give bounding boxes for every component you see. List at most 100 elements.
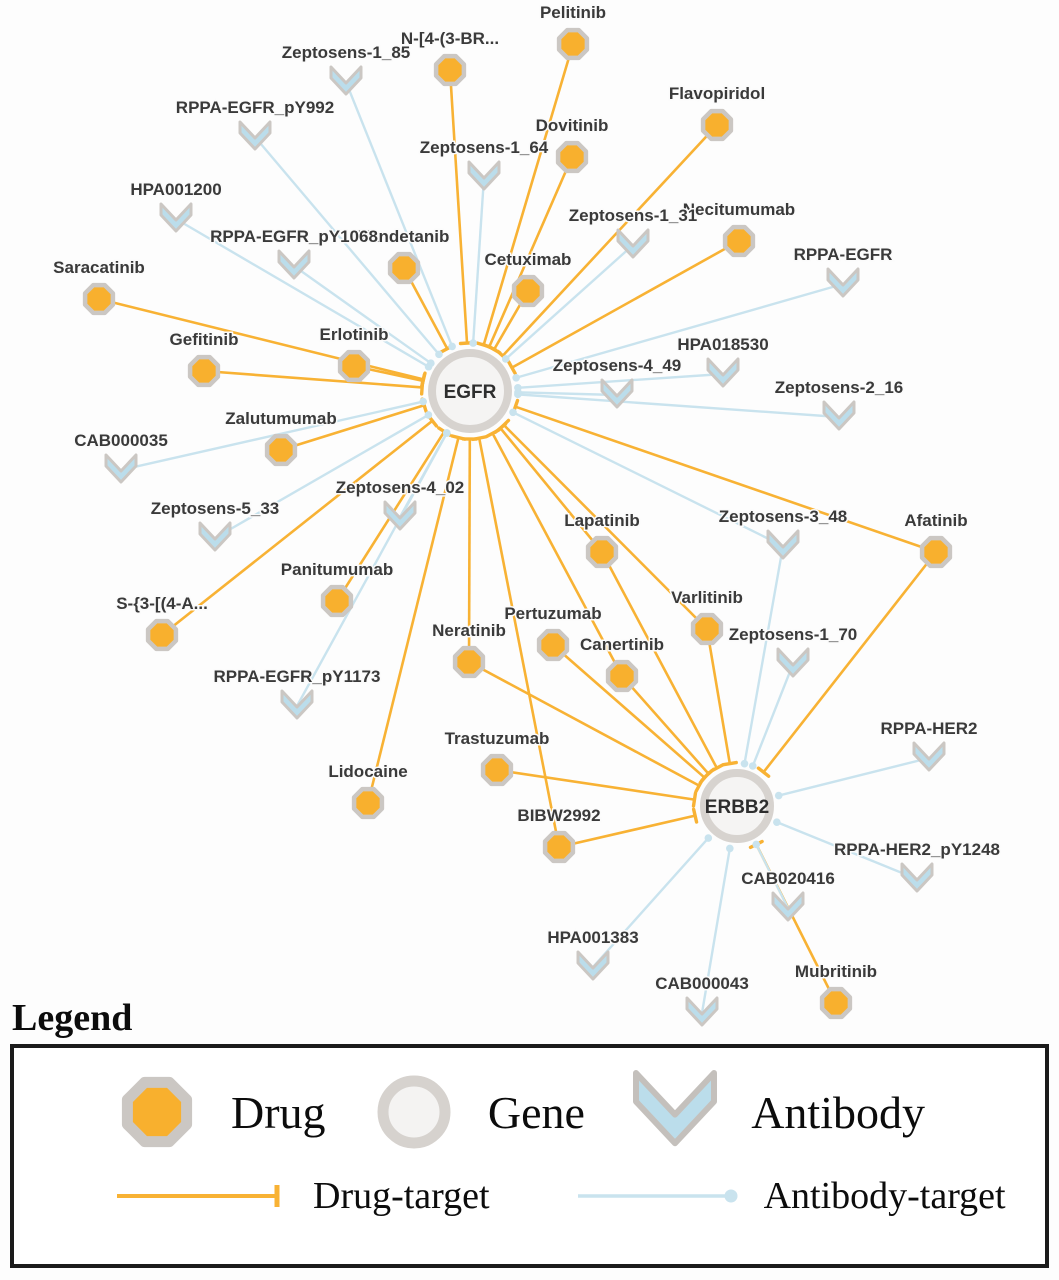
node-label-saracatinib: Saracatinib [53, 258, 145, 277]
gene-label-ERBB2: ERBB2 [705, 797, 769, 818]
edge-dot-marker [448, 342, 456, 351]
node-label-rppa_py1173: RPPA-EGFR_pY1173 [214, 667, 381, 686]
drug-node-panitumumab[interactable] [320, 584, 354, 618]
node-label-z164: Zeptosens-1_64 [420, 138, 549, 157]
drug-node-cetuximab[interactable] [511, 274, 545, 308]
edge-pelitinib-EGFR [482, 43, 575, 346]
node-label-lapatinib: Lapatinib [564, 511, 640, 530]
antibody-target-edge-icon [577, 1189, 738, 1203]
drug-node-mubritinib[interactable] [819, 986, 853, 1020]
antibody-node-cab000035[interactable] [104, 453, 138, 484]
nodes-layer [82, 27, 953, 1027]
drug-node-n43br[interactable] [433, 53, 467, 87]
node-label-rppa_py992: RPPA-EGFR_pY992 [176, 98, 334, 117]
edge-rppa_egfr-EGFR [515, 282, 844, 379]
edge-dot-marker [435, 350, 443, 359]
drug-node-flavopiridol[interactable] [700, 108, 734, 142]
node-label-mubritinib: Mubritinib [795, 962, 877, 981]
edge-dot-marker [752, 840, 761, 849]
drug-node-pertuzumab[interactable] [536, 628, 570, 662]
antibody-node-z164[interactable] [467, 160, 501, 191]
edge-z533-EGFR [214, 413, 430, 540]
edge-dot-marker [514, 390, 522, 399]
drug-node-saracatinib[interactable] [82, 282, 116, 316]
edge-dot-marker [774, 791, 783, 800]
node-label-pelitinib: Pelitinib [540, 3, 606, 22]
antibody-node-rppa_py1068[interactable] [277, 249, 311, 280]
antibody-node-rppa_her2[interactable] [912, 741, 946, 772]
drug-node-vandetanib[interactable] [387, 251, 421, 285]
drug-node-afatinib[interactable] [919, 535, 953, 569]
antibody-node-z402[interactable] [383, 500, 417, 531]
drug-node-lapatinib[interactable] [585, 535, 619, 569]
drug-node-canertinib[interactable] [605, 659, 639, 693]
node-label-varlitinib: Varlitinib [671, 588, 743, 607]
antibody-node-rppa_py992[interactable] [238, 120, 272, 151]
gene-node-ERBB2[interactable] [700, 769, 774, 843]
drug-node-necitumumab[interactable] [722, 224, 756, 258]
node-label-erlotinib: Erlotinib [320, 325, 389, 344]
node-label-z216: Zeptosens-2_16 [775, 378, 904, 397]
drug-node-dovitinib[interactable] [555, 140, 589, 174]
gene-circle-icon [377, 1075, 451, 1149]
drug-node-zalutumumab[interactable] [264, 433, 298, 467]
edge-dot-marker [748, 762, 757, 770]
antibody-node-cab020416[interactable] [771, 891, 805, 922]
drug-node-s34a[interactable] [145, 618, 179, 652]
edge-rppa_py1173-EGFR [295, 432, 448, 707]
node-label-bibw2992: BIBW2992 [517, 806, 600, 825]
edge-hpa018530-EGFR [517, 372, 724, 389]
drug-node-erlotinib[interactable] [337, 349, 371, 383]
legend-heading: Legend [12, 997, 133, 1039]
edge-z216-EGFR [517, 393, 840, 419]
edge-tee-marker [694, 778, 704, 794]
antibody-node-hpa001383[interactable] [576, 950, 610, 981]
edge-rppa_py1068-EGFR [293, 265, 432, 365]
drug-node-trastuzumab[interactable] [480, 753, 514, 787]
edge-z170-ERBB2 [751, 663, 795, 767]
node-label-pertuzumab: Pertuzumab [504, 604, 601, 623]
drug-node-pelitinib[interactable] [556, 27, 590, 61]
legend-drug-target-label: Drug-target [313, 1175, 490, 1217]
drug-node-neratinib[interactable] [452, 645, 486, 679]
antibody-node-rppa_her2_py1248[interactable] [900, 862, 934, 893]
gene-label-EGFR: EGFR [444, 382, 497, 403]
antibody-node-z185[interactable] [329, 65, 363, 96]
node-label-z131: Zeptosens-1_31 [569, 206, 698, 225]
drug-node-lidocaine[interactable] [351, 786, 385, 820]
node-label-z185: Zeptosens-1_85 [282, 43, 411, 62]
node-label-gefitinib: Gefitinib [170, 330, 239, 349]
edge-tee-marker [450, 434, 467, 441]
antibody-node-rppa_py1173[interactable] [280, 689, 314, 720]
edge-dot-marker [509, 408, 517, 417]
antibody-node-z131[interactable] [616, 228, 650, 259]
antibody-node-cab000043[interactable] [685, 996, 719, 1027]
antibody-node-z533[interactable] [198, 521, 232, 552]
edge-dovitinib-EGFR [487, 156, 574, 348]
gene-node-EGFR[interactable] [428, 349, 512, 433]
node-label-cetuximab: Cetuximab [485, 250, 572, 269]
legend-drug-target-item: Drug-target [109, 1174, 490, 1218]
antibody-node-z449[interactable] [600, 378, 634, 409]
node-label-hpa018530: HPA018530 [677, 335, 768, 354]
legend-gene-label: Gene [487, 1086, 585, 1138]
node-label-dovitinib: Dovitinib [536, 116, 609, 135]
drug-node-varlitinib[interactable] [690, 612, 724, 646]
node-label-cab000035: CAB000035 [74, 431, 168, 450]
labels-layer: PelitinibN-[4-(3-BR...FlavopiridolDoviti… [52, 2, 1002, 995]
drug-node-gefitinib[interactable] [187, 354, 221, 388]
antibody-node-z216[interactable] [822, 400, 856, 431]
antibody-node-rppa_egfr[interactable] [826, 267, 860, 298]
antibody-node-hpa018530[interactable] [706, 357, 740, 388]
edge-dot-marker [424, 411, 433, 419]
edge-dot-marker [773, 818, 781, 826]
antibody-node-hpa001200[interactable] [159, 202, 193, 233]
edge-dot-marker [501, 355, 510, 363]
antibody-node-z170[interactable] [776, 647, 810, 678]
edge-dot-marker [726, 844, 734, 853]
node-label-necitumumab: Necitumumab [683, 200, 795, 219]
drug-node-bibw2992[interactable] [542, 830, 576, 864]
edge-z131-EGFR [504, 244, 634, 360]
antibody-node-z348[interactable] [766, 529, 800, 560]
edge-varlitinib-EGFR [502, 424, 708, 630]
